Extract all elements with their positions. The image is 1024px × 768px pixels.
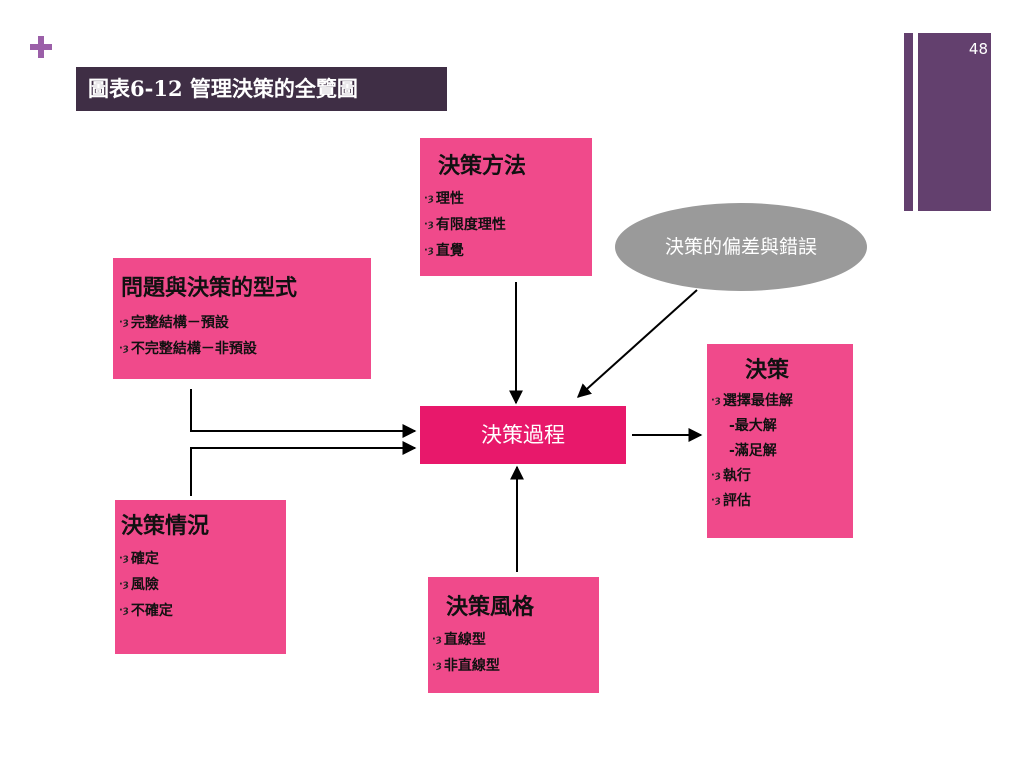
arrow-type-to-process [190, 389, 417, 438]
arrow-bias-to-process [576, 289, 698, 398]
bullet-icon: ·ȝ [711, 394, 721, 406]
bullet-icon: ·ȝ [424, 192, 434, 204]
bullet-icon: ·ȝ [424, 218, 434, 230]
list-subitem: -最大解 [729, 418, 777, 434]
bullet-icon: ·ȝ [119, 552, 129, 564]
decorative-bar-thin [904, 33, 913, 211]
box-title: 決策方法 [438, 154, 527, 179]
box-title: 決策 [745, 358, 790, 383]
bullet-icon: ·ȝ [432, 659, 442, 671]
bullet-icon: ·ȝ [432, 633, 442, 645]
page-number: 48 [968, 40, 988, 58]
plus-icon [30, 36, 52, 58]
box-title: 決策情況 [121, 514, 210, 539]
slide-title: 圖表6-12 管理決策的全覽圖 [76, 67, 447, 111]
arrow-situation-to-process [190, 441, 417, 496]
bullet-icon: ·ȝ [119, 578, 129, 590]
bullet-icon: ·ȝ [119, 604, 129, 616]
decorative-bar-thick [918, 33, 991, 211]
decision-process-box: 決策過程 [420, 406, 626, 464]
bullet-icon: ·ȝ [119, 316, 129, 328]
bullet-icon: ·ȝ [711, 469, 721, 481]
box-title: 問題與決策的型式 [121, 276, 298, 301]
list-subitem: -滿足解 [729, 443, 777, 459]
bullet-icon: ·ȝ [711, 494, 721, 506]
box-title: 決策風格 [446, 595, 535, 620]
bullet-icon: ·ȝ [424, 244, 434, 256]
decision-bias-ellipse: 決策的偏差與錯誤 [615, 203, 867, 291]
bullet-icon: ·ȝ [119, 342, 129, 354]
